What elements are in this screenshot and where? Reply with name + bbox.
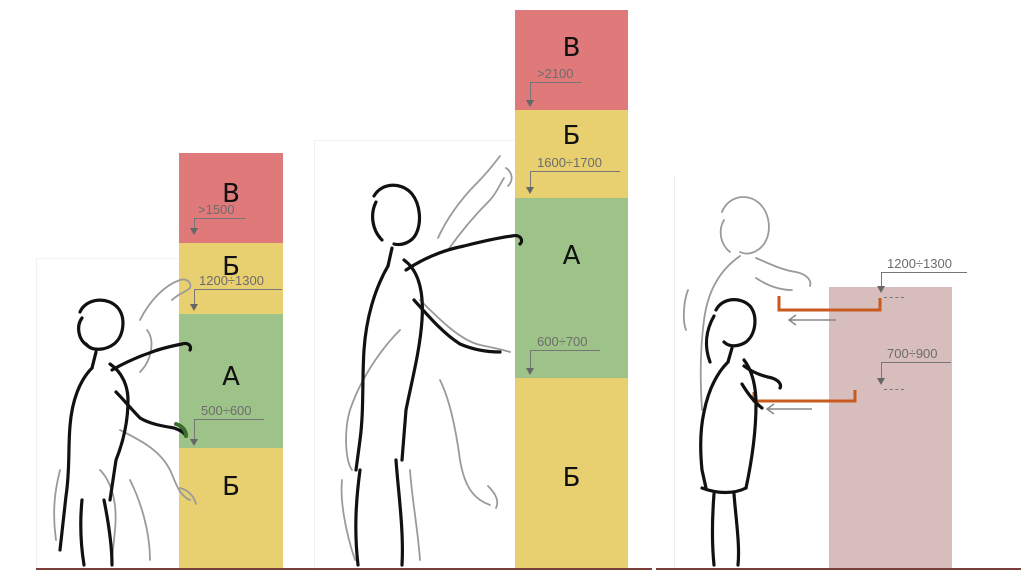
hem — [702, 488, 746, 493]
panel-2-ghost-figures — [342, 156, 512, 560]
panel-1-child-figure — [60, 300, 191, 565]
push-arrows — [767, 315, 836, 414]
neck — [388, 248, 392, 266]
panel-1-ghost-figure — [54, 279, 196, 560]
lower-handle — [754, 390, 855, 401]
torso-front — [110, 364, 128, 500]
arm-upper — [744, 366, 781, 388]
leg-right — [396, 460, 402, 565]
neck — [92, 352, 96, 368]
head — [374, 185, 419, 244]
hair — [707, 316, 714, 362]
head — [716, 300, 755, 346]
neck — [728, 348, 732, 362]
arrow-lower — [767, 404, 812, 414]
leg-left — [713, 494, 715, 565]
leg-right — [734, 494, 739, 565]
door-handles — [754, 296, 880, 401]
arrow-upper — [789, 315, 836, 325]
torso-back — [356, 266, 388, 470]
arm-raised — [406, 236, 522, 270]
leg-left — [356, 470, 360, 565]
body — [701, 362, 728, 488]
torso-back — [60, 368, 92, 550]
arm-lower — [742, 384, 762, 408]
panel-3-child-figure — [701, 300, 781, 565]
torso-front — [402, 260, 422, 460]
leg-left — [81, 500, 84, 565]
leg-right — [104, 500, 112, 565]
head — [80, 300, 123, 349]
upper-handle — [779, 296, 880, 310]
